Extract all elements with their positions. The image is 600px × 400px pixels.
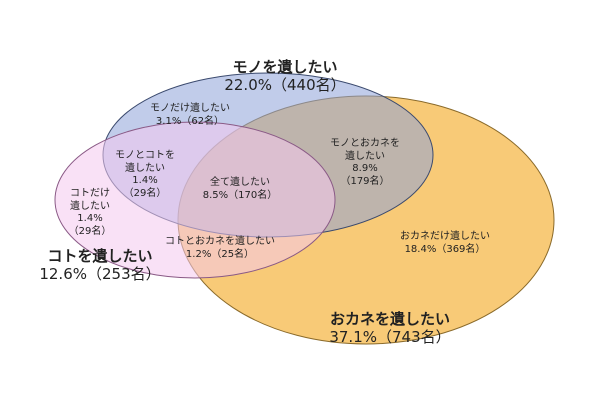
mono-set-name: モノを遺したい bbox=[232, 58, 338, 76]
mono-set-value: 22.0%（440名） bbox=[224, 76, 346, 94]
region-line: 遺したい bbox=[345, 150, 385, 162]
region-label-mono-only: モノだけ遺したい 3.1%（62名） bbox=[135, 103, 245, 128]
region-line: おカネだけ遺したい bbox=[400, 231, 490, 242]
koto-set-value: 12.6%（253名） bbox=[39, 265, 161, 283]
mono-set-label: モノを遺したい 22.0%（440名） bbox=[210, 58, 360, 94]
region-line: 1.2%（25名） bbox=[185, 248, 255, 260]
koto-set-label: コトを遺したい 12.6%（253名） bbox=[25, 247, 175, 283]
region-line: 3.1%（62名） bbox=[155, 115, 225, 127]
region-line: （29名） bbox=[68, 225, 112, 237]
region-line: コトだけ bbox=[70, 188, 110, 199]
okane-set-name: おカネを遺したい bbox=[329, 310, 450, 328]
region-line: モノだけ遺したい bbox=[150, 103, 230, 114]
region-line: 8.5%（170名） bbox=[202, 189, 278, 201]
region-line: コトとおカネを遺したい bbox=[165, 236, 275, 247]
region-label-mono-koto: モノとコトを 遺したい 1.4% （29名） bbox=[90, 150, 200, 200]
region-line: 18.4%（369名） bbox=[404, 243, 486, 255]
region-line: モノとおカネを bbox=[330, 138, 400, 149]
region-label-koto-okane: コトとおカネを遺したい 1.2%（25名） bbox=[155, 236, 285, 261]
koto-set-name: コトを遺したい bbox=[47, 247, 153, 265]
region-label-mono-okane: モノとおカネを 遺したい 8.9% （179名） bbox=[300, 138, 430, 188]
okane-set-value: 37.1%（743名） bbox=[329, 328, 451, 346]
region-line: 1.4% bbox=[132, 175, 158, 186]
region-label-koto-only: コトだけ 遺したい 1.4% （29名） bbox=[45, 188, 135, 238]
okane-set-label: おカネを遺したい 37.1%（743名） bbox=[300, 310, 480, 346]
region-line: （179名） bbox=[340, 175, 390, 187]
region-label-okane-only: おカネだけ遺したい 18.4%（369名） bbox=[375, 231, 515, 256]
region-line: （29名） bbox=[123, 187, 167, 199]
region-label-all: 全て遺したい 8.5%（170名） bbox=[180, 177, 300, 202]
region-line: モノとコトを bbox=[115, 150, 175, 161]
region-line: 8.9% bbox=[352, 163, 378, 174]
koto-ellipse bbox=[54, 121, 336, 279]
region-line: 遺したい bbox=[70, 200, 110, 212]
region-line: 1.4% bbox=[77, 213, 103, 224]
region-line: 全て遺したい bbox=[210, 177, 270, 188]
region-line: 遺したい bbox=[125, 162, 165, 174]
